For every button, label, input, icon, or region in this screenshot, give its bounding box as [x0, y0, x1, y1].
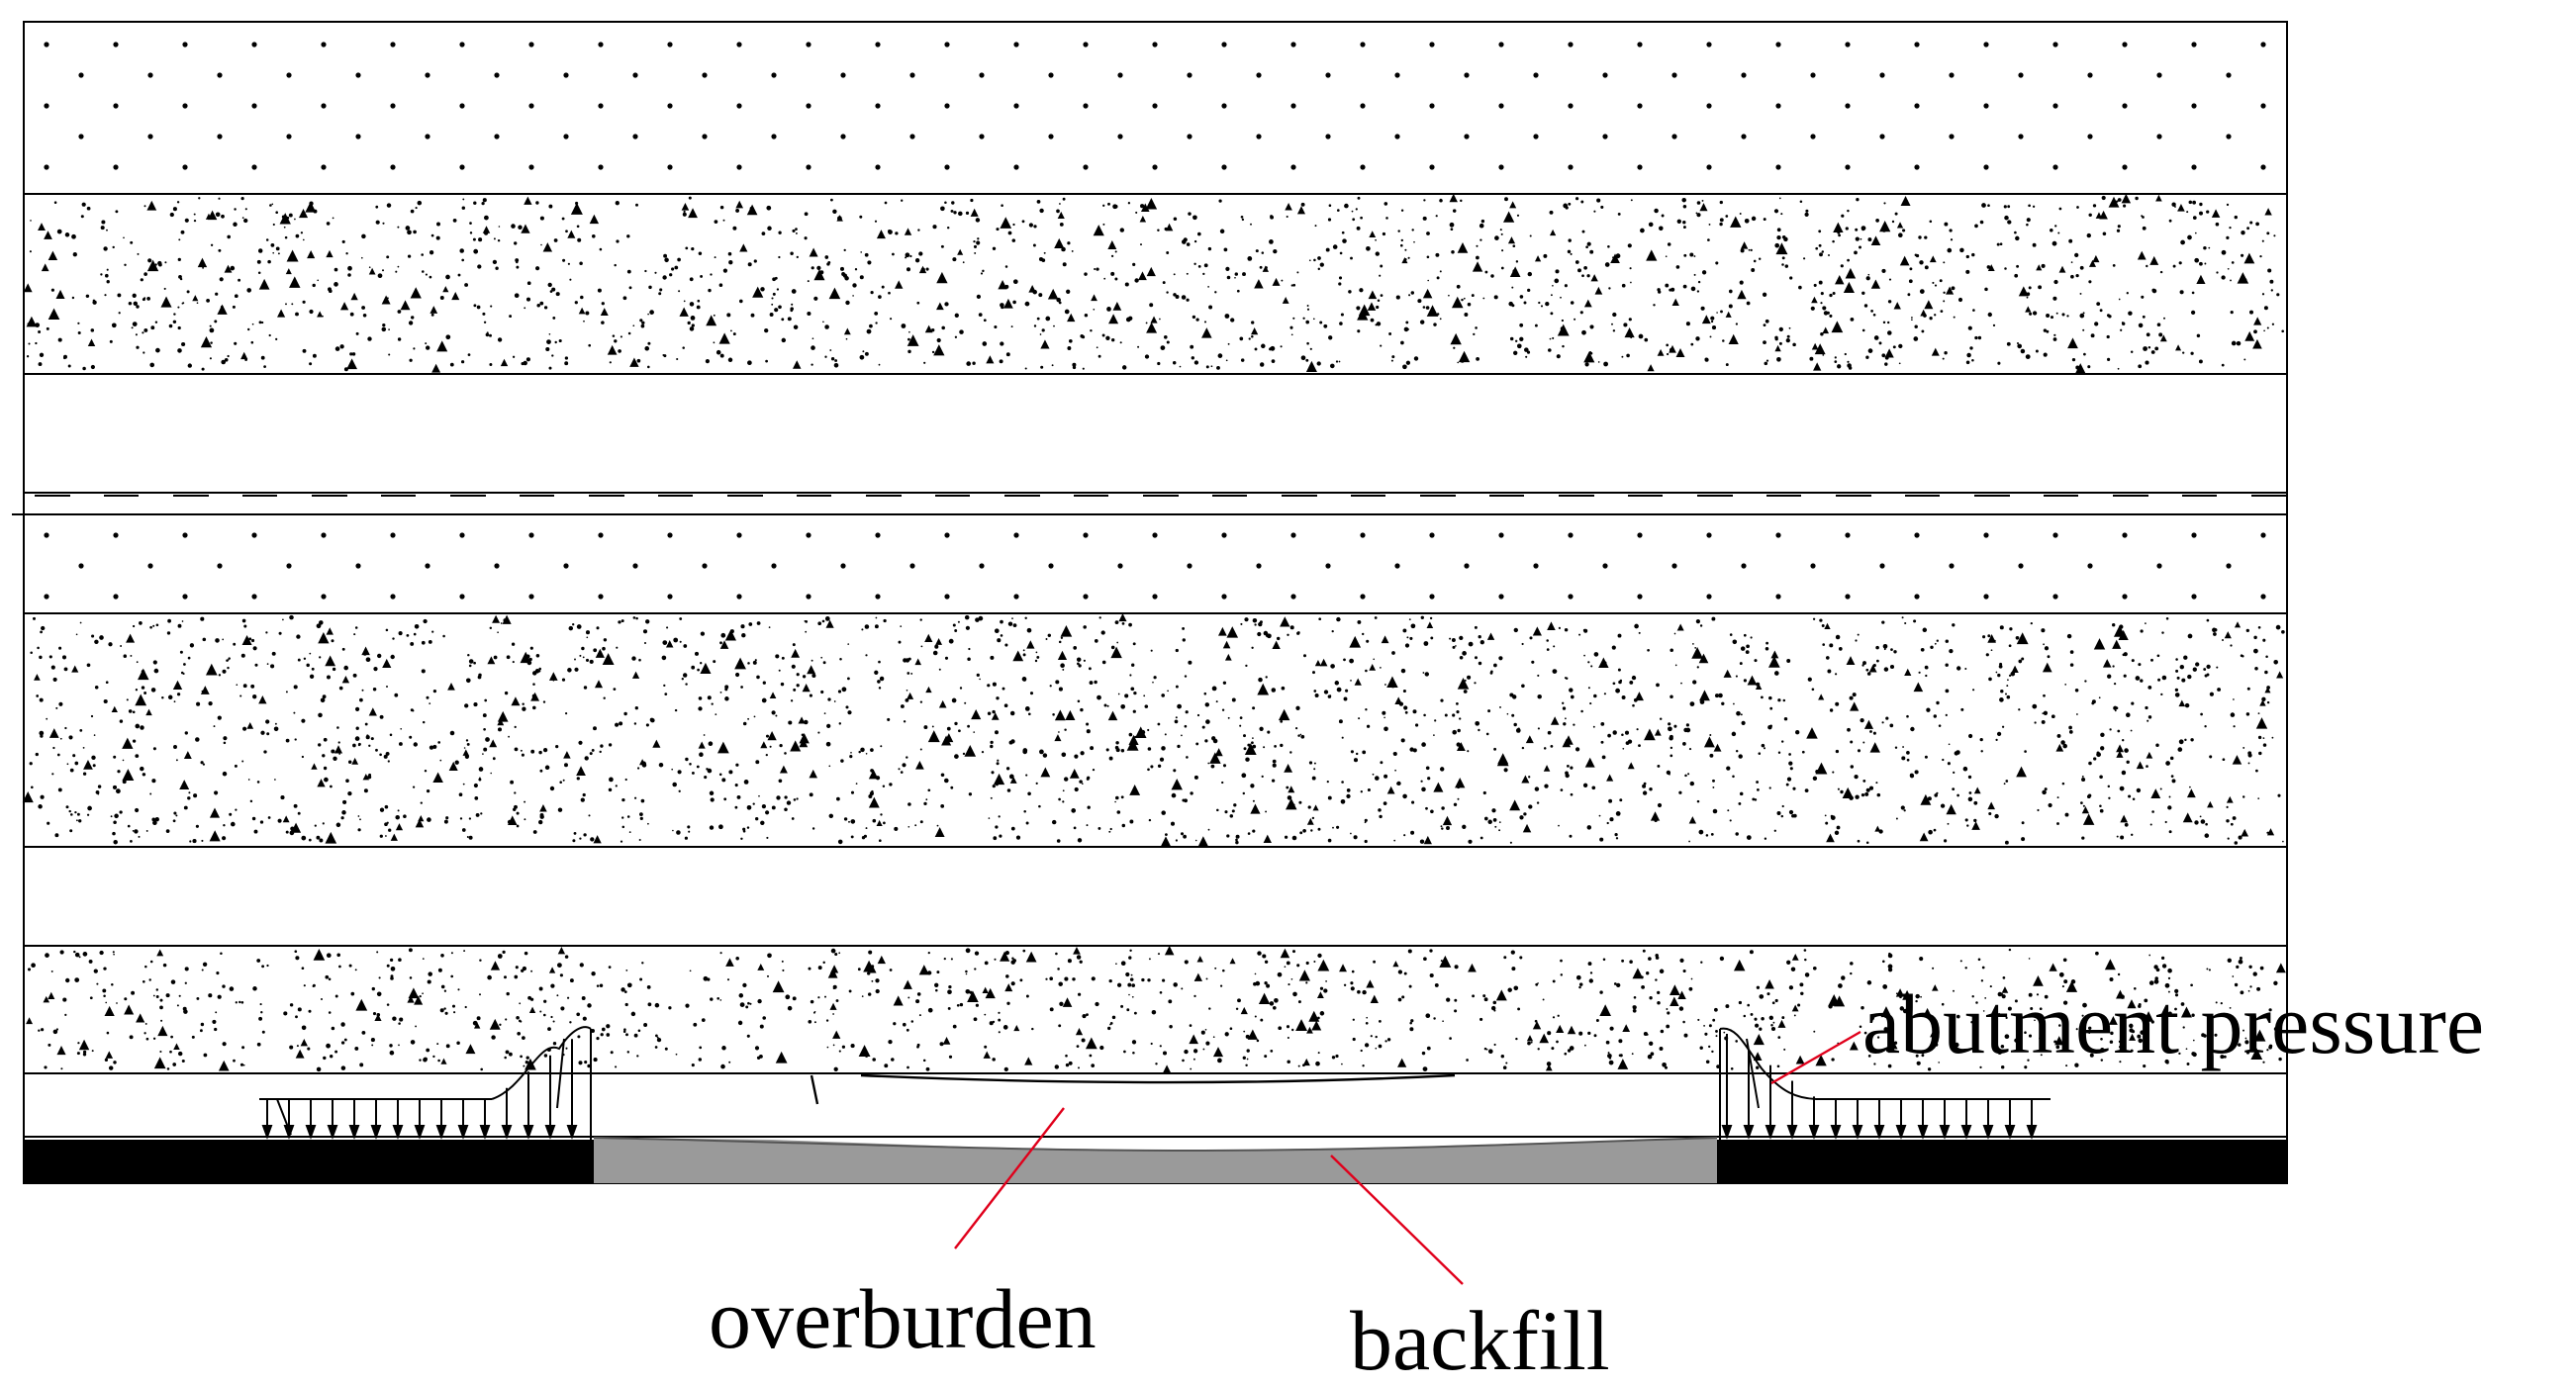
pressure-arrowhead	[1982, 1125, 1994, 1140]
pressure-arrowhead	[1786, 1125, 1798, 1140]
pressure-arrowhead	[479, 1125, 491, 1140]
overburden-label: overburden	[709, 1271, 1097, 1366]
coal-seam-left	[24, 1140, 594, 1183]
pressure-arrowhead	[348, 1125, 360, 1140]
pressure-arrowhead	[1960, 1125, 1972, 1140]
overburden-leader	[954, 1107, 1065, 1249]
backfill-top-line	[593, 1137, 1718, 1153]
speckle-texture	[22, 193, 2286, 1073]
dashed-stratum	[24, 869, 2287, 944]
pressure-arrowhead	[1917, 1125, 1929, 1140]
abutment-pressure-label: abutment pressure	[1862, 976, 2484, 1071]
pressure-arrowhead	[1852, 1125, 1863, 1140]
pressure-arrowhead	[1939, 1125, 1951, 1140]
pressure-arrowhead	[2004, 1125, 2016, 1140]
pressure-arrowhead	[2026, 1125, 2038, 1140]
abutment-pressure-leader	[1770, 1030, 1861, 1085]
pressure-arrowhead	[305, 1125, 317, 1140]
pressure-arrowhead	[1830, 1125, 1842, 1140]
rock-strata	[22, 22, 2287, 1137]
pressure-arrowhead	[544, 1125, 556, 1140]
leader-lines	[954, 1030, 1861, 1285]
abutment-pressure-left	[259, 1026, 592, 1140]
coarse-speckled-stratum	[24, 613, 2287, 847]
pressure-arrowhead	[566, 1125, 578, 1140]
pressure-arrowhead	[414, 1125, 426, 1140]
pressure-arrowhead	[523, 1125, 534, 1140]
pressure-arrowhead	[327, 1125, 338, 1140]
pressure-arrowhead	[457, 1125, 469, 1140]
pressure-arrowhead	[435, 1125, 447, 1140]
pressure-arrowhead	[1721, 1125, 1733, 1140]
pressure-arrowhead	[1765, 1125, 1776, 1140]
backfill-body	[594, 1138, 1717, 1183]
coarse-speckled-stratum	[24, 946, 2287, 1073]
pressure-arrowhead	[283, 1125, 295, 1140]
pressure-arrowhead	[501, 1125, 513, 1140]
coarse-speckled-stratum	[24, 194, 2287, 374]
fine-dotted-stratum	[24, 22, 2287, 194]
overburden-break-line	[810, 1074, 819, 1105]
pressure-arrowhead	[1873, 1125, 1885, 1140]
fine-dotted-stratum	[24, 514, 2287, 613]
overburden-subsidence-curve	[860, 1073, 1456, 1084]
pressure-arrowhead	[261, 1125, 273, 1140]
stratum-boundaries	[12, 21, 2288, 1184]
backfill-leader	[1330, 1155, 1464, 1285]
dashed-stratum	[24, 388, 2287, 497]
pressure-arrowhead	[1808, 1125, 1820, 1140]
pressure-arrowhead	[392, 1125, 404, 1140]
pressure-arrowhead	[1743, 1125, 1755, 1140]
pressure-arrowhead	[1895, 1125, 1907, 1140]
abutment-pressure-right	[1719, 1027, 2051, 1140]
coal-seam-right	[1717, 1140, 2287, 1183]
backfill-label: backfill	[1350, 1293, 1610, 1387]
pressure-arrowhead	[370, 1125, 382, 1140]
